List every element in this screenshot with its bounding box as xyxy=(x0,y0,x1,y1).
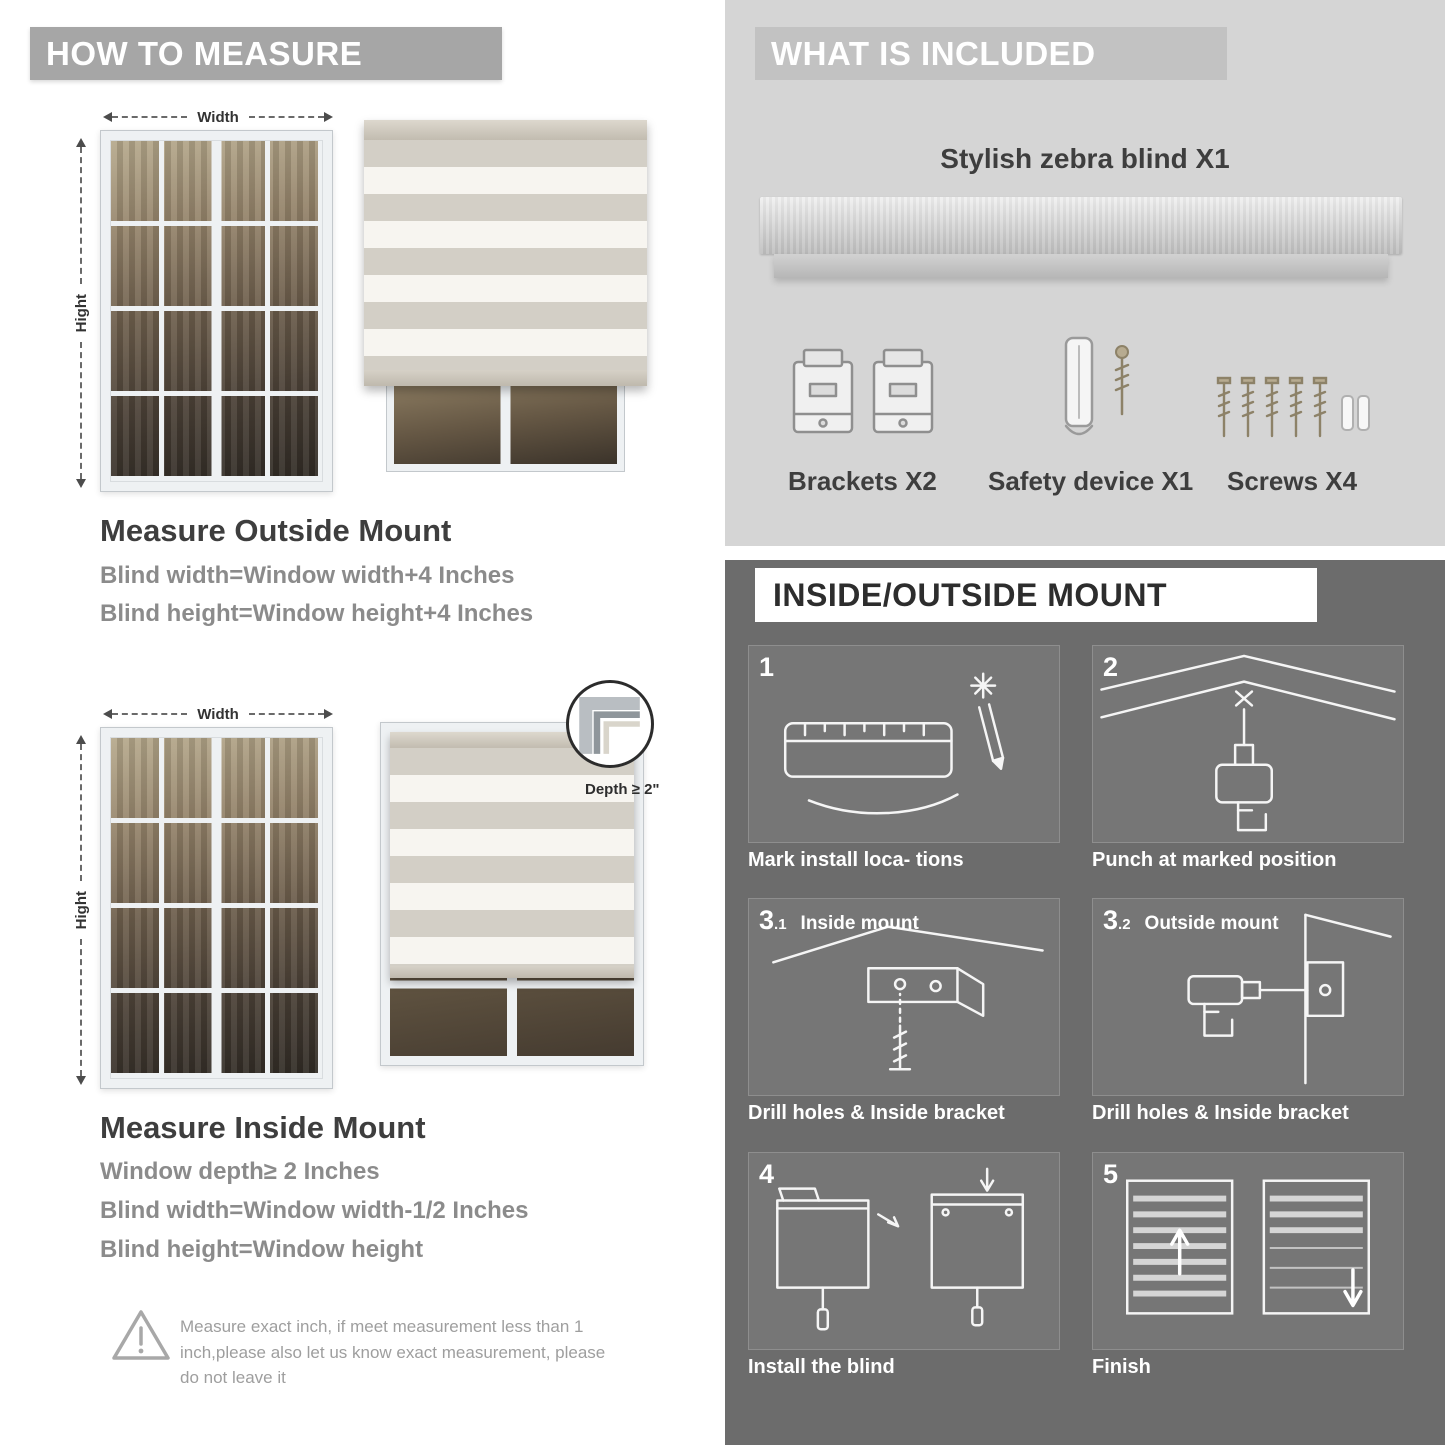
inside-depth-formula: Window depth≥ 2 Inches xyxy=(100,1158,380,1185)
zebra-blind xyxy=(364,120,647,386)
step-panel-5: 5 xyxy=(1092,1152,1404,1350)
mount-instructions-section: INSIDE/OUTSIDE MOUNT 1 Mark install loca… xyxy=(725,560,1445,1445)
brackets-label: Brackets X2 xyxy=(788,466,937,496)
window-bottom xyxy=(386,372,625,472)
width-arrow-outside: Width xyxy=(103,108,334,126)
arrow-up-icon xyxy=(76,138,86,147)
step-4-caption: Install the blind xyxy=(748,1356,895,1378)
outside-mount-title: Measure Outside Mount xyxy=(100,513,452,548)
step-panel-1: 1 xyxy=(748,645,1060,843)
mark-location-illustration xyxy=(783,672,1005,815)
step-panel-2: 2 xyxy=(1092,645,1404,843)
step-3-2-caption: Drill holes & Inside bracket xyxy=(1092,1102,1349,1124)
step-5-caption: Finish xyxy=(1092,1356,1151,1378)
arrow-left-icon xyxy=(103,112,112,122)
window-photo-outside xyxy=(100,130,333,492)
step-panel-4: 4 xyxy=(748,1152,1060,1350)
arrow-down-icon xyxy=(76,479,86,489)
height-label: Hight xyxy=(72,890,90,930)
step-1-caption: Mark install loca- tions xyxy=(748,849,964,871)
window-corner-detail xyxy=(579,696,640,754)
zebra-blind-outside-illustration xyxy=(364,120,647,472)
height-arrow-outside: Hight xyxy=(72,138,90,489)
what-is-included-banner: WHAT IS INCLUDED xyxy=(755,27,1227,80)
height-label: Hight xyxy=(72,293,90,333)
blind-headrail-image xyxy=(760,197,1402,254)
blind-bottomrail xyxy=(364,370,647,386)
arrow-up-icon xyxy=(76,735,86,744)
window-glass xyxy=(110,737,323,1079)
drill-illustration xyxy=(1100,654,1396,832)
screws-label: Screws X4 xyxy=(1227,466,1358,496)
safety-device-icon xyxy=(1064,336,1130,436)
inside-bracket-illustration xyxy=(772,925,1044,1071)
width-label: Width xyxy=(197,705,239,723)
window-glass xyxy=(110,140,323,482)
blind-stripes xyxy=(390,748,634,966)
how-to-measure-banner: HOW TO MEASURE xyxy=(30,27,502,80)
blind-headrail xyxy=(364,120,647,140)
step-3-1-caption: Drill holes & Inside bracket xyxy=(748,1102,1005,1124)
safety-device-label: Safety device X1 xyxy=(988,466,1194,496)
width-arrow-inside: Width xyxy=(103,705,334,723)
zebra-blind xyxy=(390,732,634,978)
brackets-icon xyxy=(792,348,934,434)
blind-headrail-lip xyxy=(774,254,1388,278)
finish-illustration xyxy=(1125,1179,1371,1315)
blind-bottomrail xyxy=(390,966,634,978)
blind-stripes xyxy=(364,140,647,370)
arrow-right-icon xyxy=(324,709,334,719)
height-arrow-inside: Hight xyxy=(72,735,90,1086)
zebra-blind-qty-label: Stylish zebra blind X1 xyxy=(940,143,1230,174)
mount-section-banner: INSIDE/OUTSIDE MOUNT xyxy=(755,568,1317,622)
outside-bracket-illustration xyxy=(1187,913,1392,1085)
warning-icon xyxy=(112,1310,170,1360)
inside-width-formula: Blind width=Window width-1/2 Inches xyxy=(100,1197,529,1224)
inside-height-formula: Blind height=Window height xyxy=(100,1236,424,1263)
inside-mount-title: Measure Inside Mount xyxy=(100,1110,426,1145)
arrow-right-icon xyxy=(324,112,334,122)
step-2-caption: Punch at marked position xyxy=(1092,849,1337,871)
measurement-warning-text: Measure exact inch, if meet measurement … xyxy=(180,1317,606,1387)
width-label: Width xyxy=(197,108,239,126)
outside-width-formula: Blind width=Window width+4 Inches xyxy=(100,562,515,589)
window-photo-inside xyxy=(100,727,333,1089)
screws-icon xyxy=(1216,376,1370,438)
zebra-blind-inside-illustration xyxy=(380,722,644,1066)
arrow-down-icon xyxy=(76,1076,86,1086)
install-blind-illustration xyxy=(776,1167,1025,1331)
depth-requirement-label: Depth ≥ 2" xyxy=(585,781,660,798)
what-is-included-section: WHAT IS INCLUDED Stylish zebra blind X1 xyxy=(725,0,1445,546)
arrow-left-icon xyxy=(103,709,112,719)
depth-magnifier xyxy=(566,680,654,768)
outside-height-formula: Blind height=Window height+4 Inches xyxy=(100,600,534,627)
